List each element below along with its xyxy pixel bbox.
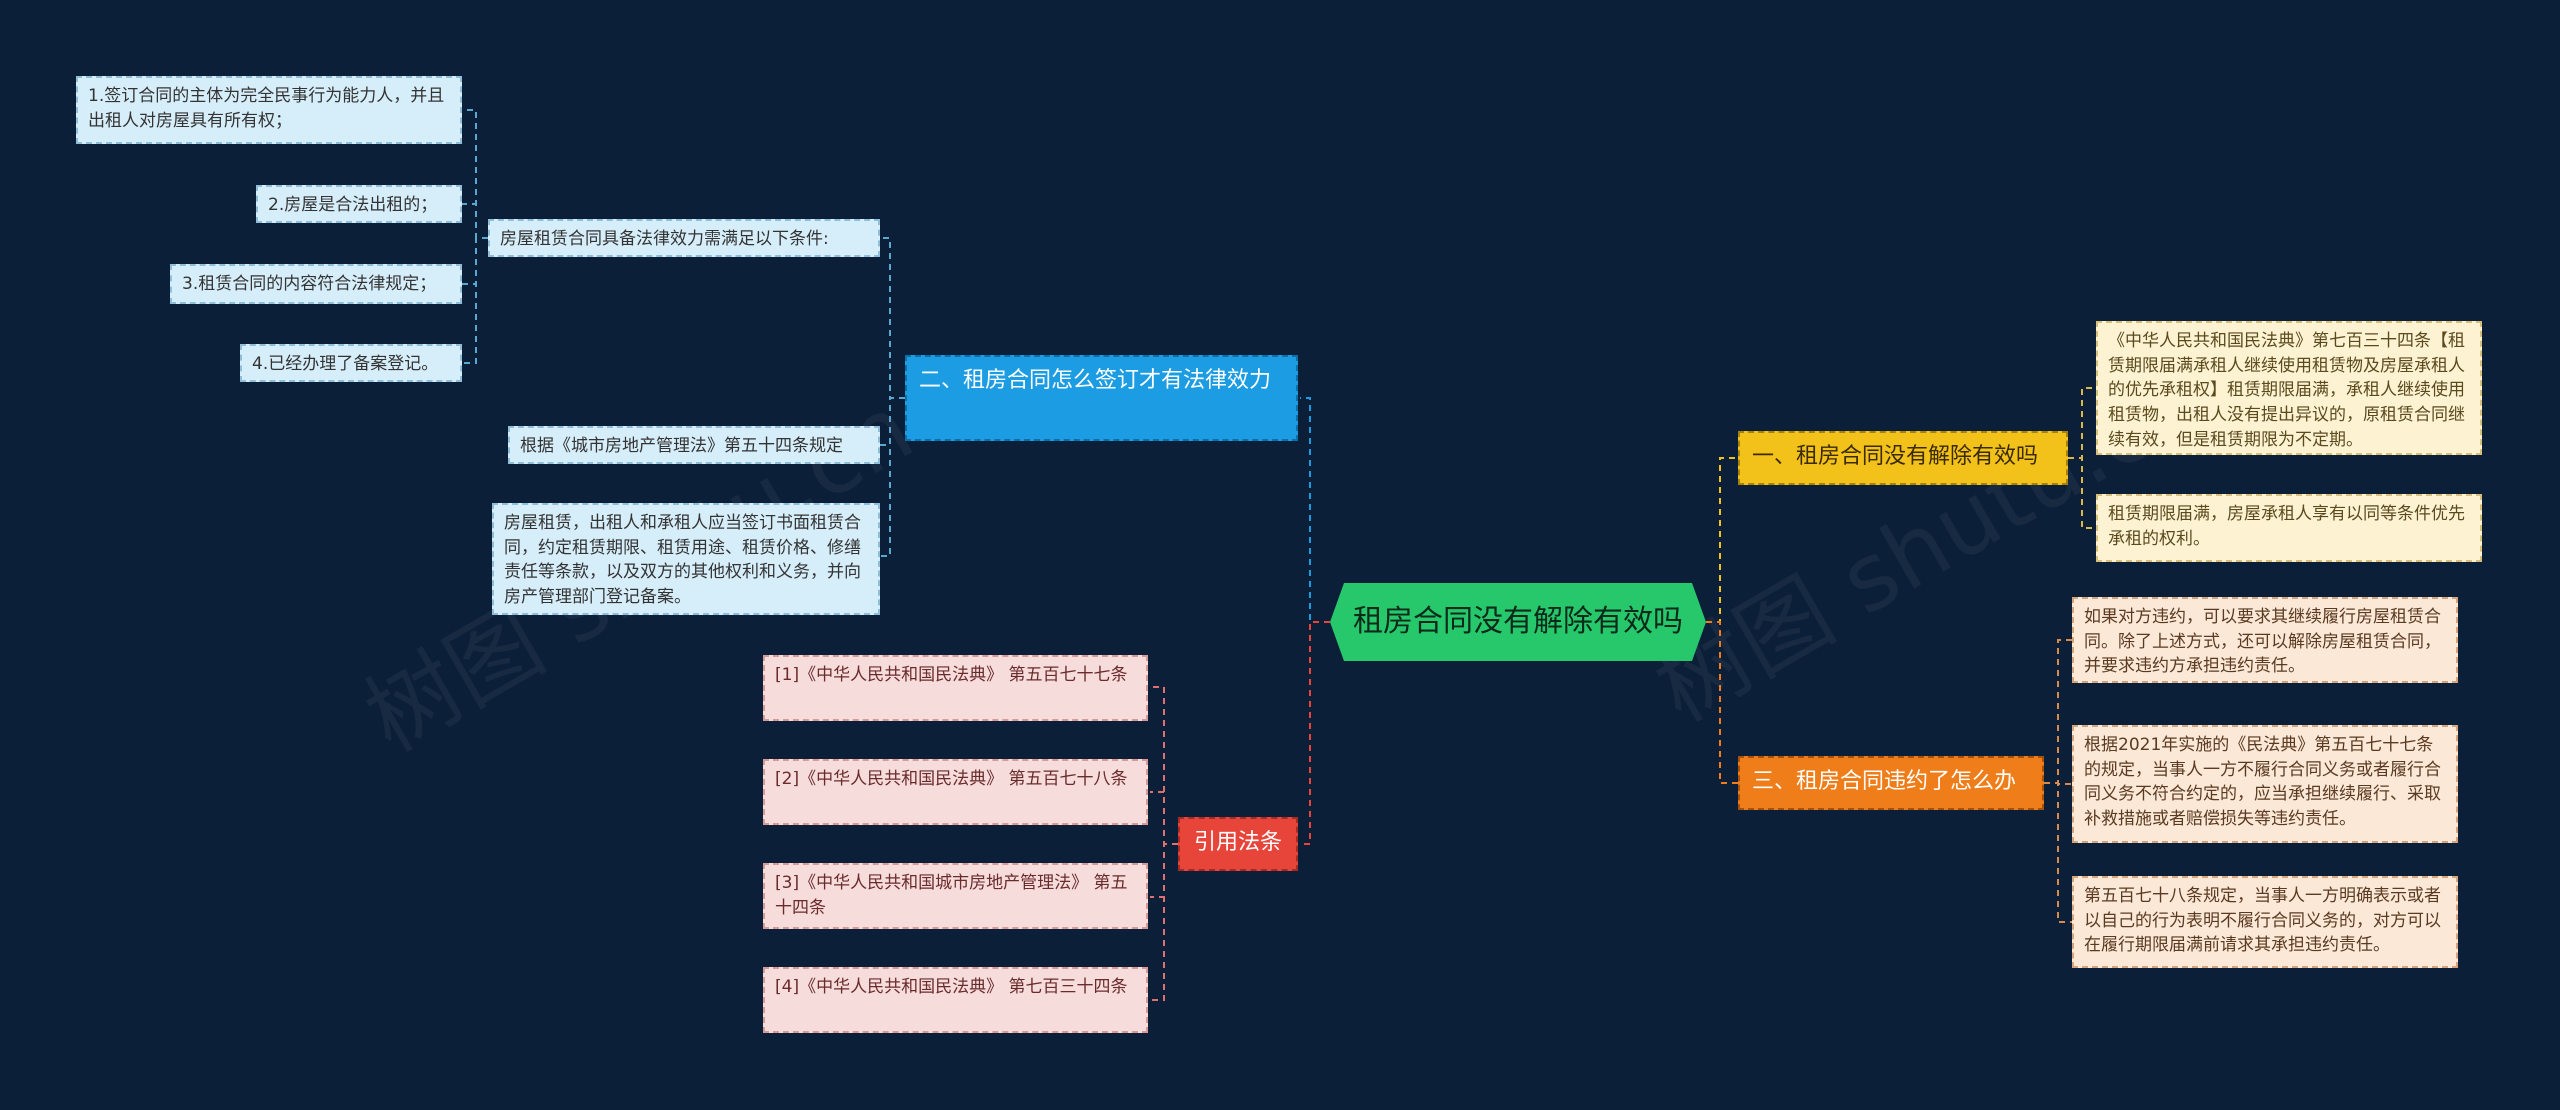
law-item-2[interactable]: [2]《中华人民共和国民法典》 第五百七十八条 bbox=[763, 759, 1148, 825]
law-item-1[interactable]: [1]《中华人民共和国民法典》 第五百七十七条 bbox=[763, 655, 1148, 721]
branch-law[interactable]: 引用法条 bbox=[1178, 817, 1298, 871]
condition-item-4[interactable]: 4.已经办理了备案登记。 bbox=[240, 344, 462, 382]
branch-valid[interactable]: 一、租房合同没有解除有效吗 bbox=[1738, 431, 2068, 485]
sign-basis[interactable]: 根据《城市房地产管理法》第五十四条规定 bbox=[508, 426, 880, 464]
root-topic[interactable]: 租房合同没有解除有效吗 bbox=[1330, 583, 1706, 661]
connector-condition-2 bbox=[462, 203, 488, 239]
connector-sign-condition bbox=[880, 237, 905, 399]
valid-item-1[interactable]: 《中华人民共和国民法典》第七百三十四条【租赁期限届满承租人继续使用租赁物及房屋承… bbox=[2096, 321, 2482, 455]
condition-item-3[interactable]: 3.租赁合同的内容符合法律规定； bbox=[170, 264, 462, 304]
connector-valid-1 bbox=[2068, 387, 2096, 459]
connector-root-law bbox=[1300, 621, 1330, 845]
connector-law-4 bbox=[1150, 843, 1178, 1001]
condition-item-1[interactable]: 1.签订合同的主体为完全民事行为能力人，并且出租人对房屋具有所有权； bbox=[76, 76, 462, 144]
branch-sign[interactable]: 二、租房合同怎么签订才有法律效力 bbox=[905, 355, 1298, 441]
connector-root-valid bbox=[1706, 457, 1738, 623]
law-item-4[interactable]: [4]《中华人民共和国民法典》 第七百三十四条 bbox=[763, 967, 1148, 1033]
connector-breach-1 bbox=[2044, 639, 2072, 784]
connector-condition-4 bbox=[462, 237, 488, 364]
sign-condition[interactable]: 房屋租赁合同具备法律效力需满足以下条件: bbox=[488, 219, 880, 257]
law-item-3[interactable]: [3]《中华人民共和国城市房地产管理法》 第五十四条 bbox=[763, 863, 1148, 929]
connector-law-2 bbox=[1150, 791, 1178, 845]
sign-detail[interactable]: 房屋租赁，出租人和承租人应当签订书面租赁合同，约定租赁期限、租赁用途、租赁价格、… bbox=[492, 503, 880, 615]
connector-breach-3 bbox=[2044, 782, 2072, 923]
connector-valid-2 bbox=[2068, 457, 2096, 529]
breach-item-1[interactable]: 如果对方违约，可以要求其继续履行房屋租赁合同。除了上述方式，还可以解除房屋租赁合… bbox=[2072, 597, 2458, 683]
connector-root-breach bbox=[1706, 621, 1738, 784]
connector-condition-1 bbox=[462, 109, 488, 239]
connector-sign-basis bbox=[880, 397, 905, 446]
valid-item-2[interactable]: 租赁期限届满，房屋承租人享有以同等条件优先承租的权利。 bbox=[2096, 494, 2482, 562]
connector-law-1 bbox=[1150, 686, 1178, 845]
condition-item-2[interactable]: 2.房屋是合法出租的； bbox=[256, 185, 462, 223]
connector-sign-detail bbox=[880, 397, 905, 557]
branch-breach[interactable]: 三、租房合同违约了怎么办 bbox=[1738, 756, 2044, 810]
connector-root-sign bbox=[1300, 397, 1330, 623]
breach-item-3[interactable]: 第五百七十八条规定，当事人一方明确表示或者以自己的行为表明不履行合同义务的，对方… bbox=[2072, 876, 2458, 968]
breach-item-2[interactable]: 根据2021年实施的《民法典》第五百七十七条的规定，当事人一方不履行合同义务或者… bbox=[2072, 725, 2458, 843]
